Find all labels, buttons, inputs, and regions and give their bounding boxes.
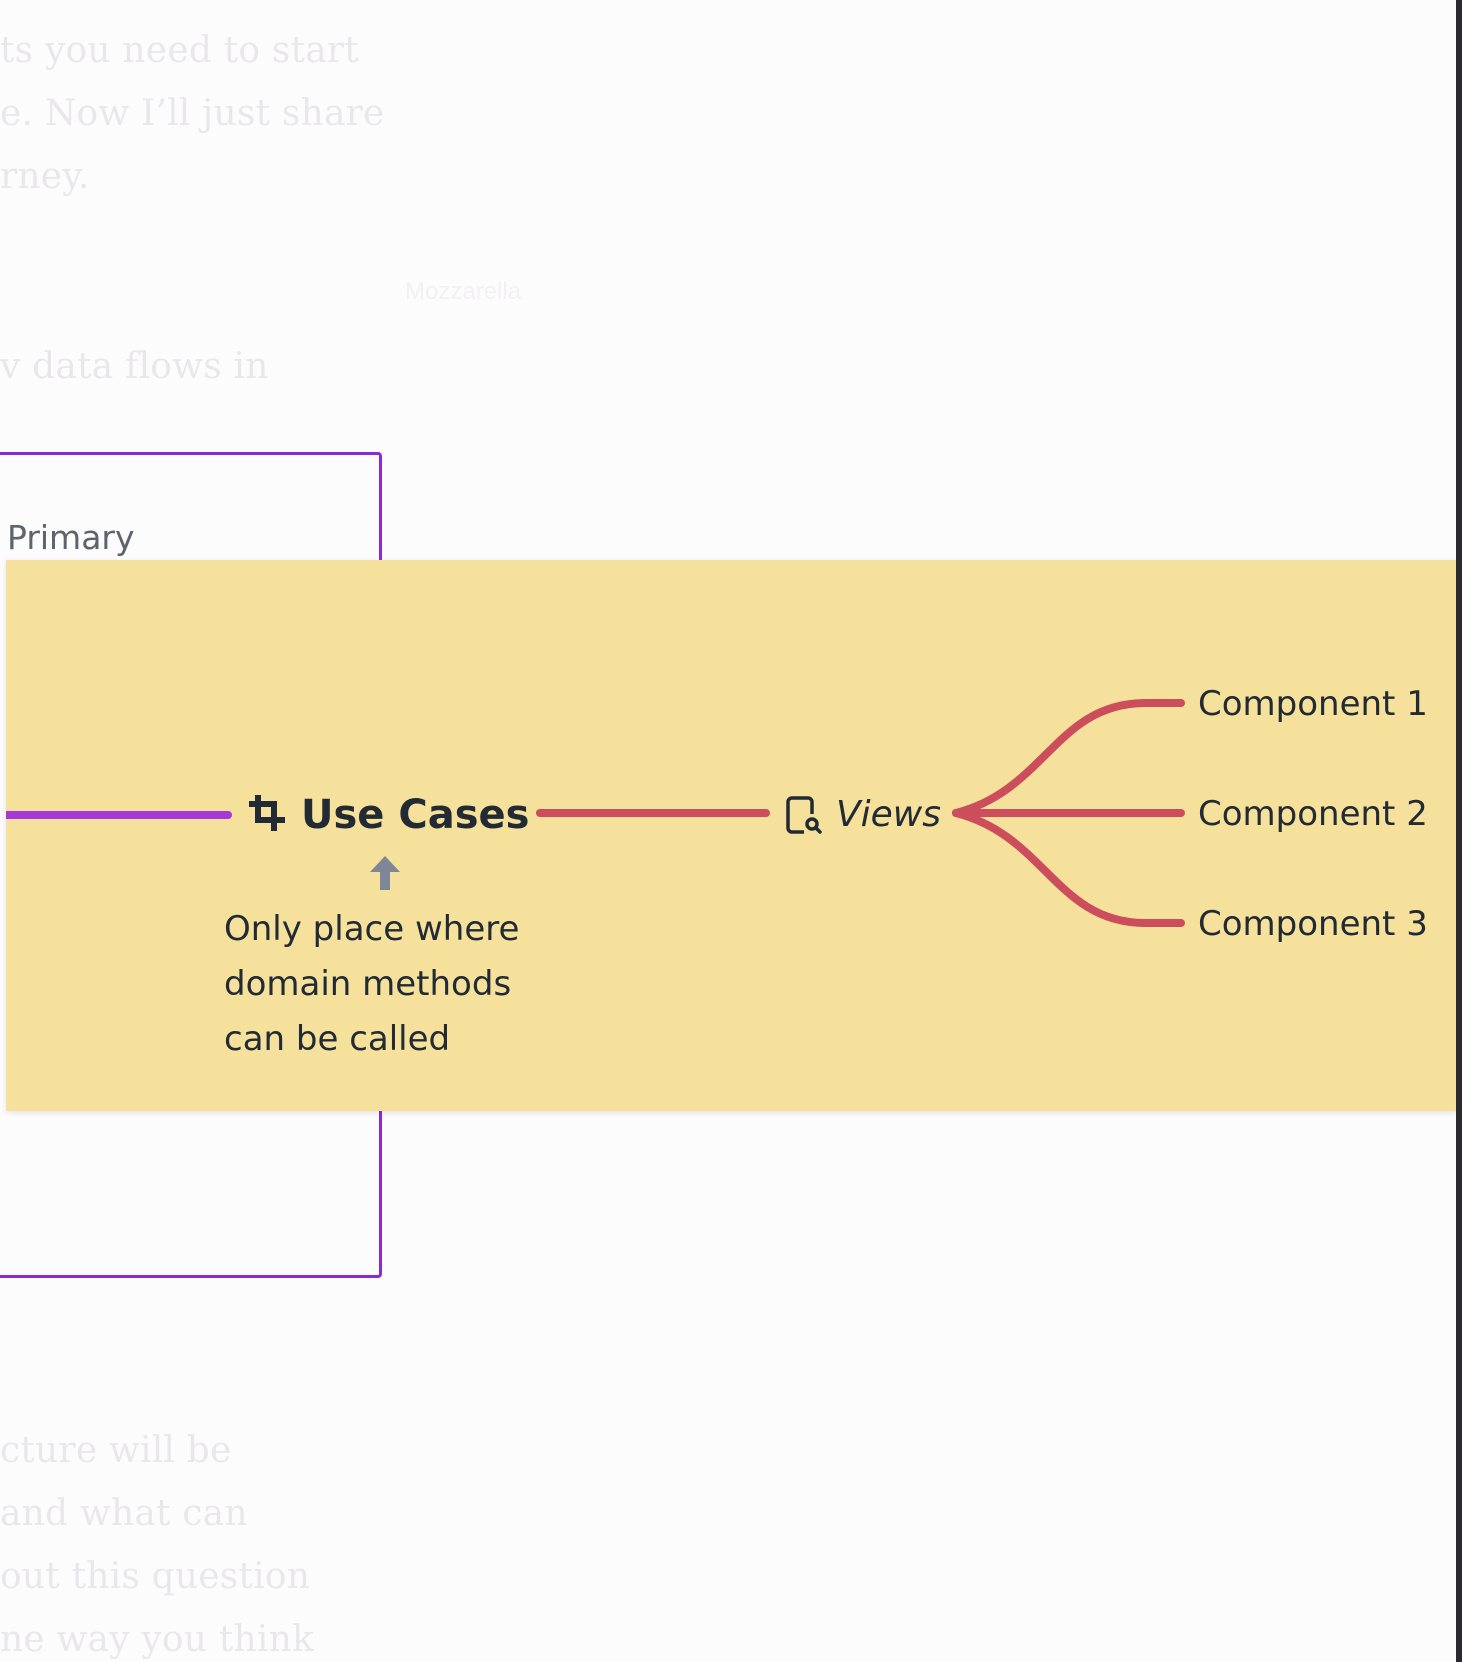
arrow-up-icon — [370, 856, 400, 890]
diagram-panel: Use Cases Only place where domain method… — [6, 560, 1458, 1111]
component-2-label: Component 2 — [1198, 794, 1428, 834]
diagram-connectors — [6, 699, 1185, 927]
background-text-line: ne way you think — [0, 1619, 314, 1660]
crop-icon — [249, 795, 285, 831]
component-3-label: Component 3 — [1198, 904, 1428, 944]
note-line: Only place where — [224, 909, 520, 949]
background-text-line: rney. — [0, 156, 90, 197]
note-line: can be called — [224, 1019, 451, 1059]
background-text-line: v data flows in — [0, 346, 269, 387]
window-edge — [1456, 0, 1462, 1662]
device-search-icon — [786, 796, 822, 834]
background-text-line: e. Now I’ll just share — [0, 93, 385, 134]
background-text-line: ts you need to start — [0, 30, 359, 71]
note-line: domain methods — [224, 964, 512, 1004]
component-1-label: Component 1 — [1198, 684, 1428, 724]
background-text-line: and what can — [0, 1493, 248, 1534]
branch-component-3 — [952, 809, 1185, 927]
background-text-line: cture will be — [0, 1430, 232, 1471]
background-text-line: out this question — [0, 1556, 311, 1597]
use-cases-label: Use Cases — [301, 792, 530, 838]
views-label: Views — [836, 794, 941, 835]
use-cases-note: Only place where domain methods can be c… — [224, 902, 519, 1067]
primary-label: Primary — [7, 518, 135, 557]
branch-component-1 — [952, 699, 1185, 817]
watermark-text: Mozzarella — [405, 278, 522, 305]
